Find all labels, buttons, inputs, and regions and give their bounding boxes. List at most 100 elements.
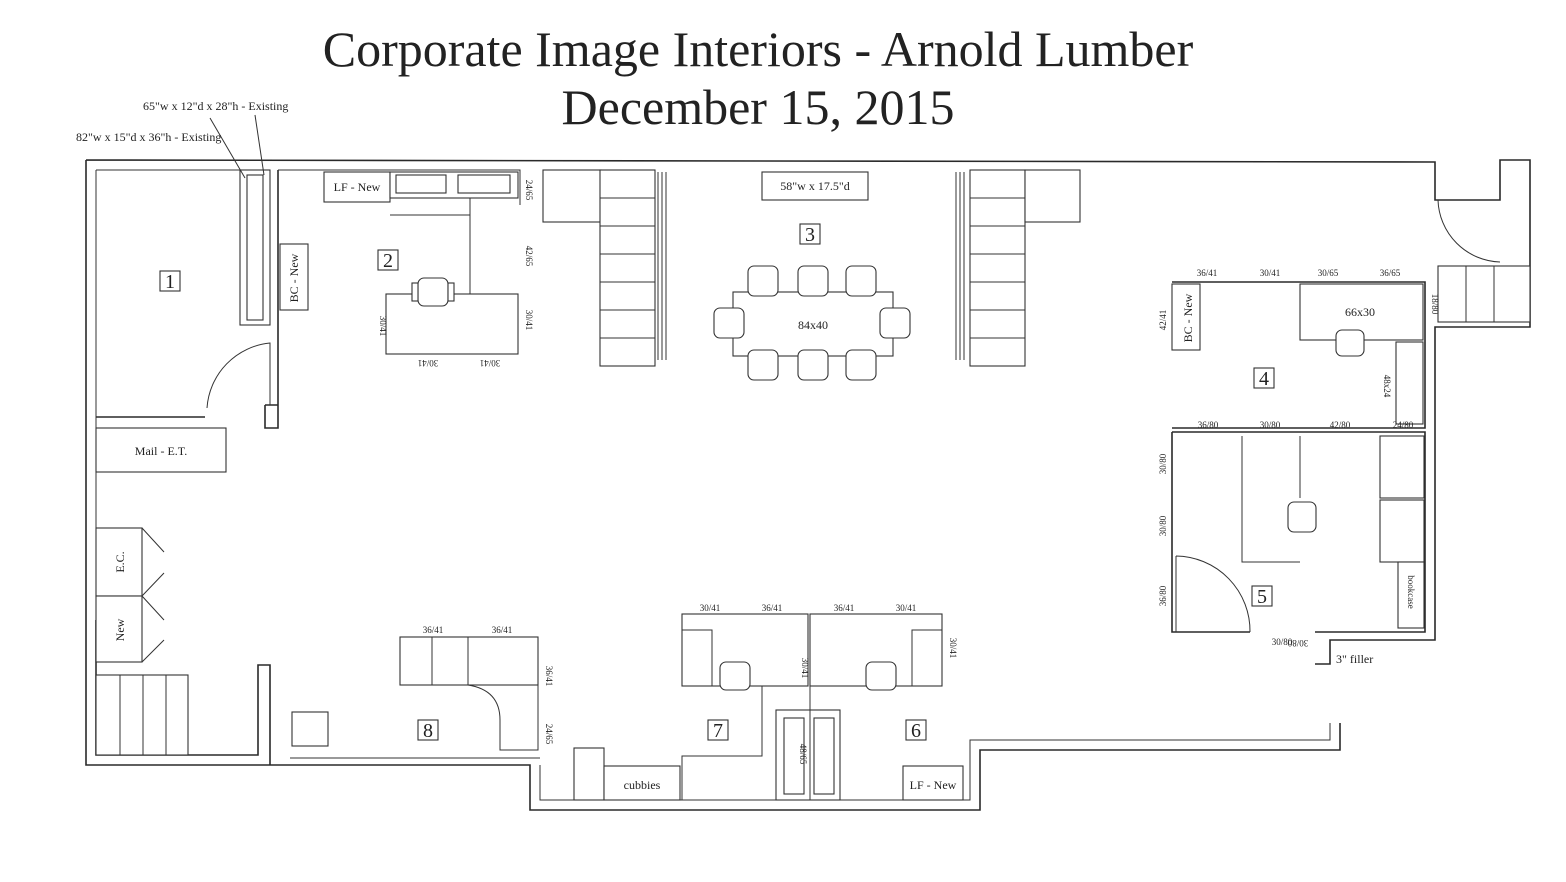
page-subtitle-date: December 15, 2015 — [561, 79, 955, 135]
room-1: 1 65"w x 12"d x 28"h - Existing 82"w x 1… — [76, 99, 288, 429]
office-chair-entry — [291, 711, 329, 747]
file-cabinets-ne — [1437, 265, 1531, 323]
room-3: 58"w x 17.5"d 3 84x40 — [542, 169, 1081, 381]
room-5-door-swing[interactable] — [1175, 555, 1251, 633]
room-6-lf-new — [902, 765, 964, 801]
room-5-storage-upper — [1379, 435, 1425, 499]
lf-new-label: LF - New — [334, 180, 381, 194]
room-1-number-box — [159, 270, 181, 292]
room-8-return — [467, 684, 539, 751]
room-5-chair — [1287, 501, 1317, 533]
room-7-number: 7 — [713, 720, 723, 742]
storage-left-shelves — [600, 197, 655, 339]
dim-8a: 36/41 — [423, 625, 444, 635]
room-1-wall — [96, 170, 279, 429]
new-label: New — [113, 618, 127, 641]
conference-table — [732, 291, 894, 357]
bc-new-bookcase — [279, 243, 309, 311]
dim-2e: 30/41 — [418, 358, 439, 368]
room-7-chair — [719, 661, 751, 691]
dim-5i: 30/80 — [1287, 638, 1308, 648]
dim-7c: 30/41 — [800, 658, 810, 679]
dim-5a: 36/80 — [1198, 420, 1219, 430]
dim-4b: 30/41 — [1260, 268, 1281, 278]
new-cabinet — [95, 595, 143, 663]
storage-right-lines — [955, 172, 965, 360]
outer-wall — [85, 159, 1531, 811]
cubbies — [603, 765, 681, 801]
dim-5b: 30/80 — [1260, 420, 1281, 430]
room-5-desk-outline — [1241, 436, 1301, 563]
room-6: LF - New 6 36/41 30/41 30/41 — [809, 603, 964, 801]
room-5-storage-lower — [1379, 499, 1425, 563]
dim-7b: 36/41 — [762, 603, 783, 613]
room-2-chair — [411, 277, 455, 307]
cabinet-door-swings — [141, 527, 165, 663]
dim-2a: 24/65 — [524, 180, 534, 201]
room-7-return — [681, 686, 763, 800]
storage-shelves — [95, 674, 189, 756]
dim-4d: 36/65 — [1380, 268, 1401, 278]
exterior-door-swing[interactable] — [1437, 199, 1501, 263]
room-3-number: 3 — [805, 224, 815, 246]
cubbies-label: cubbies — [624, 778, 661, 792]
dim-5g: 36/80 — [1158, 585, 1168, 606]
storage-shelf-dividers — [119, 675, 167, 755]
room-7-panel — [682, 629, 713, 686]
conference-table-label: 84x40 — [798, 318, 828, 332]
dim-2b: 42/65 — [524, 246, 534, 267]
room-4-number-box — [1253, 367, 1275, 389]
ec-cabinet — [95, 527, 143, 597]
conference-chairs — [713, 265, 911, 381]
room-8-number-box — [417, 719, 439, 741]
storage-right-tall — [969, 169, 1026, 367]
dim-5f: 30/80 — [1158, 515, 1168, 536]
room-2: BC - New LF - New 2 24/65 42/65 30/41 30… — [279, 171, 534, 368]
room-1-number: 1 — [165, 271, 175, 293]
room-7-file-b — [813, 717, 835, 795]
room-4-bookcase — [1171, 283, 1201, 351]
dim-8b: 36/41 — [492, 625, 513, 635]
room-3-number-box — [799, 223, 821, 245]
mail-label: Mail - E.T. — [135, 444, 187, 458]
room-4: BC - New 66x30 48x24 4 36/41 30/41 30/65… — [1158, 199, 1531, 429]
room-8-worksurface-joints — [431, 637, 469, 685]
exterior-walls — [85, 159, 1531, 811]
room-1-door-swing[interactable] — [206, 342, 271, 409]
room-4-desk-label: 66x30 — [1345, 305, 1375, 319]
room-2-number: 2 — [383, 250, 393, 272]
existing-cabinet-inner — [246, 174, 264, 321]
existing-cabinet-1-label: 65"w x 12"d x 28"h - Existing — [143, 99, 288, 113]
room-4-partition — [1172, 281, 1426, 429]
room-5-number-box — [1251, 585, 1273, 607]
room-6-panel — [911, 629, 942, 686]
room-7-lateral-file — [573, 747, 605, 801]
room-6-number-box — [905, 719, 927, 741]
room-5-partition — [1171, 431, 1426, 633]
overhead-bin-1 — [395, 174, 447, 194]
storage-left-tall — [599, 169, 656, 367]
filler-label: 3" filler — [1336, 652, 1373, 666]
dim-4e: 42/41 — [1158, 310, 1168, 331]
file-cabinet-dividers — [1465, 266, 1495, 322]
dim-4f: 18/80 — [1430, 294, 1440, 315]
page-title: Corporate Image Interiors - Arnold Lumbe… — [322, 21, 1194, 77]
dim-5h: 30/80 — [1272, 637, 1293, 647]
dim-7a: 30/41 — [700, 603, 721, 613]
storage-left-lines — [657, 172, 667, 360]
room-4-file — [1395, 341, 1424, 425]
room-6-number: 6 — [911, 720, 921, 742]
credenza-label: 58"w x 17.5"d — [780, 179, 849, 193]
ec-label: E.C. — [113, 551, 127, 572]
storage-right-shelves — [970, 197, 1025, 339]
leader-line-2 — [254, 114, 265, 176]
dim-2c: 30/41 — [524, 310, 534, 331]
dim-7d: 48/65 — [798, 744, 808, 765]
room-4-file-label: 48x24 — [1382, 375, 1392, 398]
room-4-bc-label: BC - New — [1181, 293, 1195, 342]
dim-2d: 30/41 — [378, 316, 388, 337]
storage-right-upper — [1024, 169, 1081, 223]
room-2-number-box — [377, 249, 399, 271]
room-4-chair — [1335, 329, 1365, 357]
